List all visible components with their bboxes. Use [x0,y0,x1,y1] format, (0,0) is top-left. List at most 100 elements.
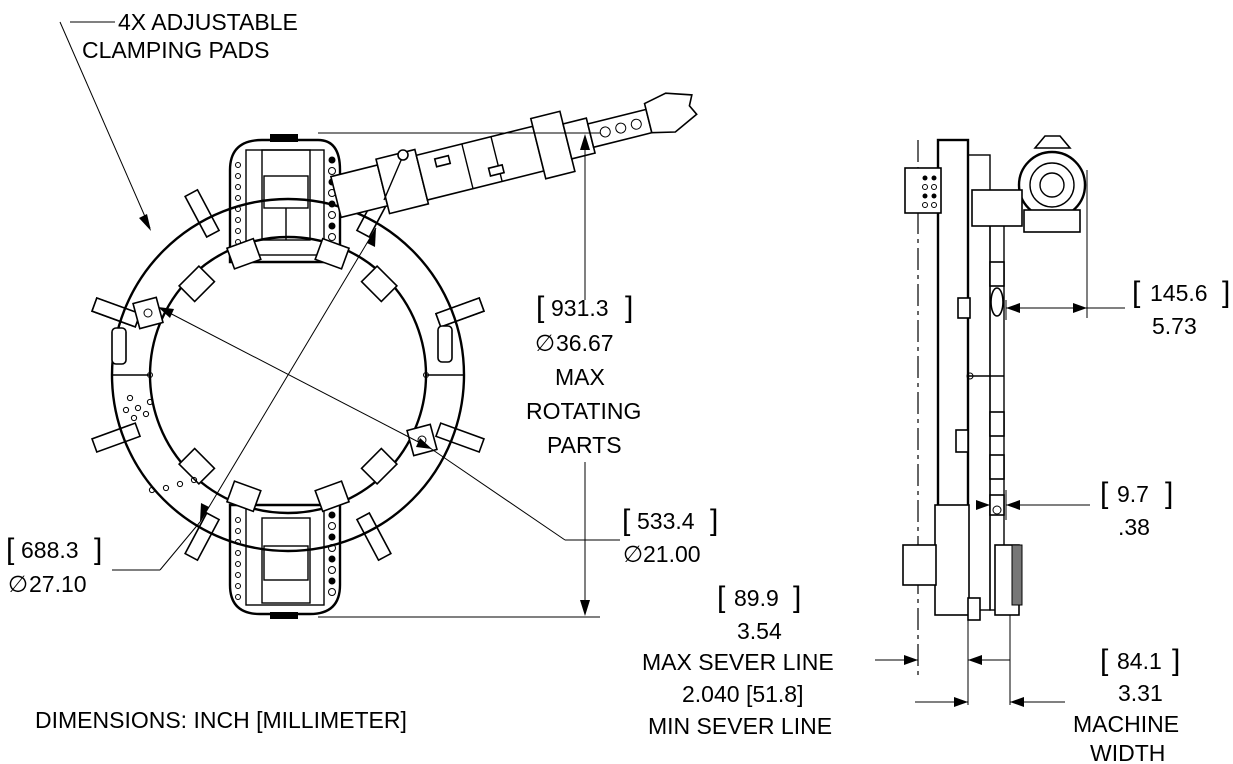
inner-tab [360,264,399,303]
pad-arm [91,422,142,454]
max-sever-mm-value: 89.9 [734,585,779,611]
ring-hole [134,404,142,412]
ring-hole [126,394,134,402]
bolt-hole [328,511,336,519]
width-mm-value: 84.1 [1117,648,1162,674]
bracket-close: ] [625,291,633,324]
bolt-hole [235,184,241,190]
machine-width-label-line1: MACHINE [1073,711,1179,737]
side-view [875,135,1125,707]
bracket-open: [ [1100,644,1109,677]
clamping-pad [434,296,485,328]
pad-arm [184,511,221,562]
ring-hole [176,480,184,488]
clamping-pads [91,188,485,562]
bolt-hole [328,577,336,585]
max-sever-inch-value: 3.54 [737,618,782,644]
bracket-close: ] [1165,477,1173,510]
clamping-pads-label-line1: 4X ADJUSTABLE [118,9,298,35]
ring-hole [148,486,156,494]
rotating-mm-value: 931.3 [551,295,609,321]
bolt-hole [328,522,336,530]
ring-hole [190,476,198,484]
bracket-close: ] [1172,644,1180,677]
ring-hole [142,410,150,418]
bracket-open: [ [717,581,726,614]
pad-arm [91,296,142,328]
bolt-hole-column [235,517,241,600]
bolt-hole [235,228,241,234]
pad-arm [355,511,392,562]
bracket-open: [ [536,291,545,324]
pad-arm [434,422,485,454]
ring-hole [146,398,154,406]
bracket-open: [ [622,504,631,537]
top-clamp-block [228,134,342,264]
bolt-hole [922,193,928,199]
bracket-close: ] [793,581,801,614]
inner-tab [314,480,351,513]
inner-inch-value: 21.00 [643,541,701,567]
inner-tab [360,447,399,486]
bolt-hole [922,184,928,190]
bolt-hole [235,217,241,223]
bolt-hole [235,583,241,589]
rotating-inch-value: 36.67 [556,330,614,356]
bolt-hole-column [328,156,336,241]
bracket-close: ] [94,533,102,566]
bolt-hole [922,202,928,208]
bracket-open: [ [1100,477,1109,510]
labels: 4X ADJUSTABLE CLAMPING PADS [ 931.3 ] ∅ … [6,9,1230,764]
max-sever-label: MAX SEVER LINE [642,649,834,675]
bolt-hole [235,195,241,201]
clamping-pads-label-line2: CLAMPING PADS [82,37,269,63]
bolt-hole-column [922,175,937,208]
front-view [59,21,698,619]
offset-mm-value: 145.6 [1150,280,1208,306]
bolt-hole [931,193,937,199]
bolt-hole [328,156,336,164]
inner-tab [225,480,262,513]
min-sever-label: MIN SEVER LINE [648,713,832,739]
bolt-hole [235,528,241,534]
diameter-symbol: ∅ [8,571,28,597]
rotating-label-line3: PARTS [547,432,622,458]
inner-tab [177,264,216,303]
clamping-pad [184,188,221,239]
diameter-symbol: ∅ [535,330,555,356]
ring-hole [122,406,130,414]
bolt-hole-column [328,511,336,596]
rotating-label-line2: ROTATING [526,398,641,424]
bolt-hole [235,173,241,179]
clamping-pad [184,511,221,562]
drive-motor [329,92,698,219]
bolt-hole [931,202,937,208]
bolt-hole [235,550,241,556]
clamping-pad [91,296,142,328]
bolt-hole [235,517,241,523]
bolt-hole [931,184,937,190]
clamping-pad [91,422,142,454]
bolt-hole [328,222,336,230]
bolt-hole [328,233,336,241]
bolt-hole-column [235,162,241,245]
inner-tab [225,237,262,270]
width-inch-value: 3.31 [1118,680,1163,706]
diameter-symbol: ∅ [623,541,643,567]
bolt-hole [235,594,241,600]
bracket-close: ] [1222,276,1230,309]
bracket-close: ] [710,504,718,537]
bolt-hole [328,211,336,219]
front-dimensions [59,21,620,618]
gap-inch-value: .38 [1118,514,1150,540]
bottom-clamp-block [228,503,342,619]
outer-inch-value: 27.10 [29,571,87,597]
clamping-pad [434,422,485,454]
gap-mm-value: 9.7 [1117,481,1149,507]
inner-tab [177,447,216,486]
pad-arm [184,188,221,239]
bolt-hole [328,588,336,596]
bolt-hole [922,175,928,181]
ring-hole [162,484,170,492]
